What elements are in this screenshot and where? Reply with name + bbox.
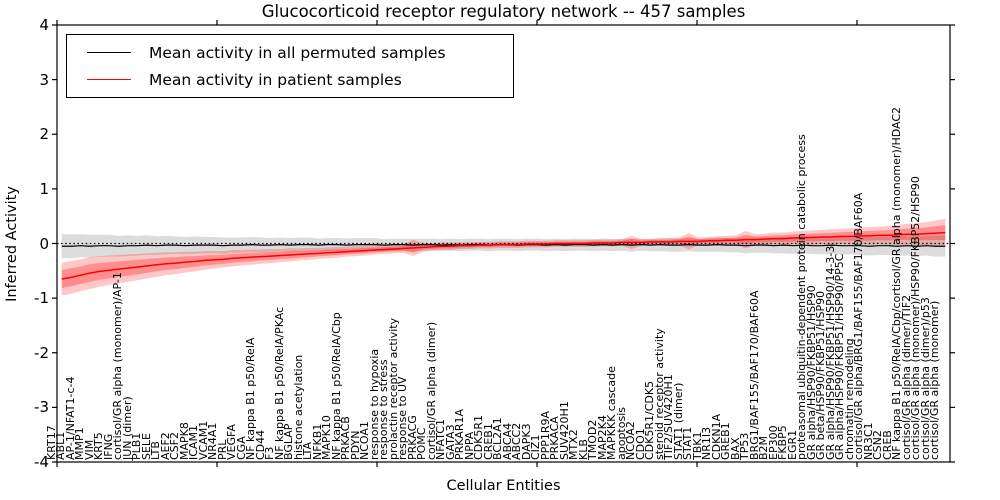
y-tick-label: 1: [39, 179, 49, 198]
legend-line-red: [87, 79, 131, 80]
legend-label-permuted: Mean activity in all permuted samples: [149, 43, 446, 62]
legend-entry-patient: Mean activity in patient samples: [67, 67, 513, 93]
y-tick-label: 0: [39, 234, 49, 253]
patient-band-inner: [61, 225, 946, 289]
patient-mean-line: [61, 231, 946, 280]
x-entity-label: cortisol/GR alpha (monomer): [928, 300, 942, 460]
y-tick-label: 3: [39, 70, 49, 89]
legend-entry-permuted: Mean activity in all permuted samples: [67, 40, 513, 66]
y-tick-label: 2: [39, 125, 49, 144]
y-tick-label: 4: [39, 16, 49, 34]
legend-line-black: [87, 52, 131, 53]
legend-label-patient: Mean activity in patient samples: [149, 70, 402, 89]
y-tick-label: -1: [34, 289, 49, 308]
chart-title: Glucocorticoid receptor regulatory netwo…: [261, 2, 746, 21]
x-axis-label: Cellular Entities: [446, 478, 561, 494]
y-tick-label: -3: [34, 398, 49, 417]
x-entity-label: cortisol/GR alpha/BRG1/BAF155/BAF170/BAF…: [852, 192, 866, 460]
x-entity-label: BRG1/BAF155/BAF170/BAF60A: [747, 290, 761, 460]
legend-box: Mean activity in all permuted samples Me…: [66, 34, 514, 98]
patient-band-outer: [61, 218, 946, 296]
y-tick-label: -4: [34, 453, 49, 471]
y-tick-label: -2: [34, 343, 49, 362]
